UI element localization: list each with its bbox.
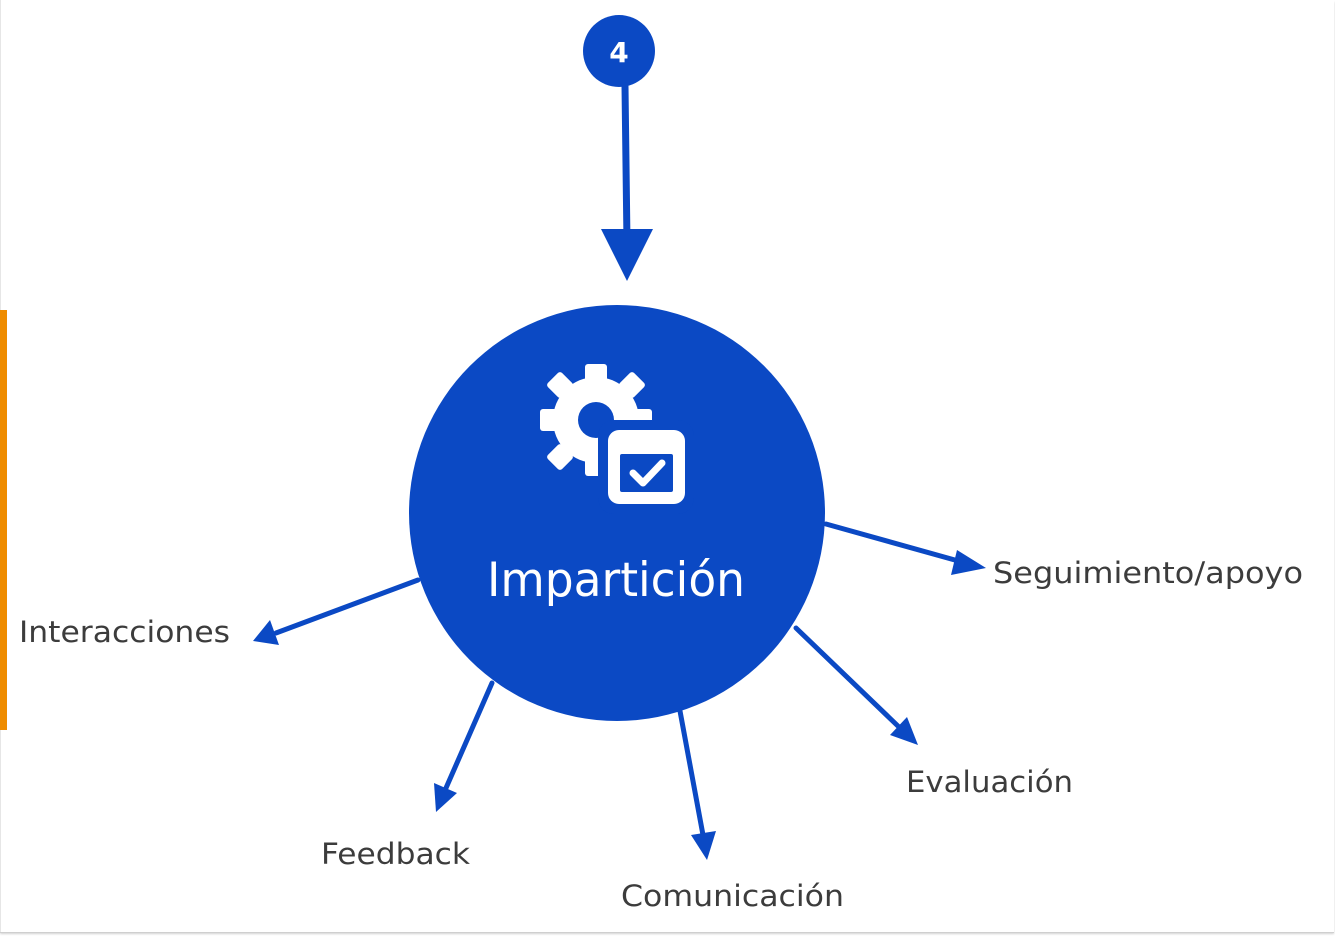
center-title: Impartición (487, 553, 745, 608)
arrow-to-interacciones (253, 577, 421, 645)
step-badge-number: 4 (609, 36, 628, 69)
label-comunicacion: Comunicación (621, 879, 844, 913)
arrow-to-comunicacion (677, 708, 716, 860)
label-evaluacion: Evaluación (906, 765, 1073, 799)
label-interacciones: Interacciones (19, 615, 230, 649)
arrow-badge-to-center (601, 82, 653, 281)
center-node: Impartición (409, 305, 825, 721)
step-badge: 4 (583, 15, 655, 87)
label-seguimiento-apoyo: Seguimiento/apoyo (993, 556, 1303, 590)
arrow-to-evaluacion (793, 625, 918, 745)
step-badge-circle (583, 15, 655, 87)
gear-calendar-check-icon (540, 364, 694, 514)
arrow-to-seguimiento (823, 521, 986, 575)
label-feedback: Feedback (321, 837, 470, 871)
accent-bar (0, 310, 7, 730)
arrow-to-feedback (434, 680, 495, 812)
